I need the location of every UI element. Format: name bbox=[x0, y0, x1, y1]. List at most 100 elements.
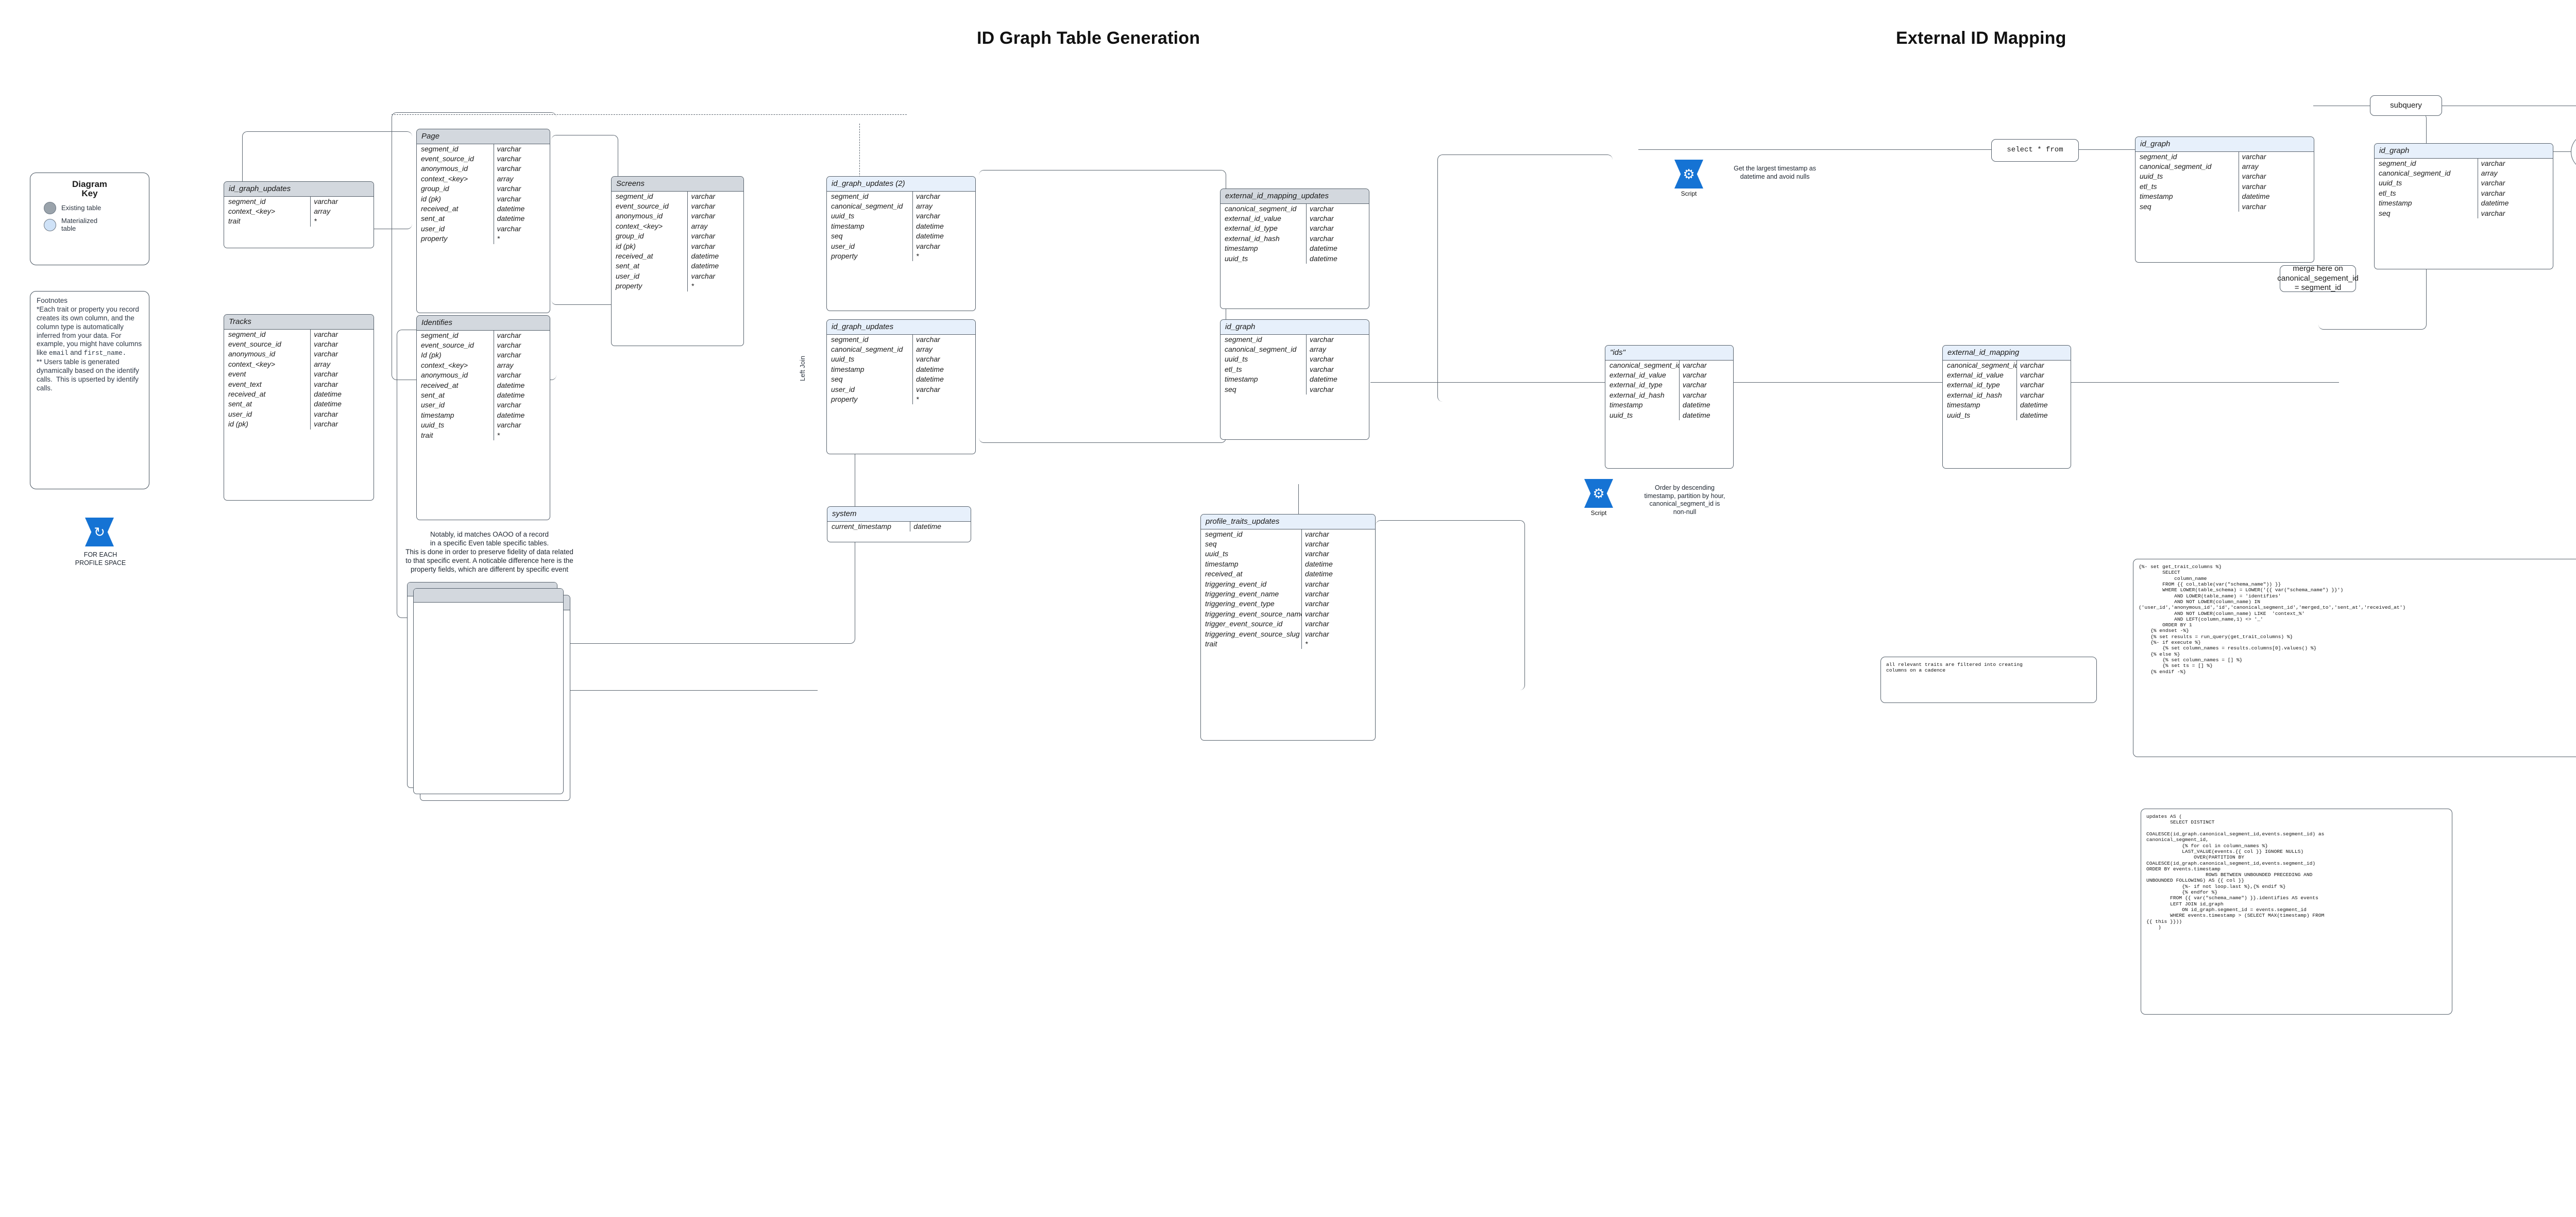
column-type: varchar bbox=[497, 331, 521, 339]
column-type: datetime bbox=[497, 204, 525, 213]
column-name: uuid_ts bbox=[1201, 549, 1302, 559]
connector-line-4 bbox=[1638, 149, 1994, 150]
column-name: timestamp bbox=[417, 410, 494, 421]
table-header-external-id-mapping-updates: external_id_mapping_updates bbox=[1221, 189, 1369, 204]
column-type: varchar bbox=[1310, 385, 1334, 393]
column-name: anonymous_id bbox=[612, 211, 688, 221]
script-note-1: Order by descending timestamp, partition… bbox=[1644, 484, 1725, 516]
table-header-system: system bbox=[827, 507, 971, 522]
column-type: varchar bbox=[2020, 371, 2044, 380]
legend-item-materialized-table: Materialized table bbox=[44, 217, 143, 233]
column-type: datetime bbox=[2020, 410, 2048, 419]
column-type: varchar bbox=[916, 192, 940, 200]
column-name: property bbox=[612, 281, 688, 292]
table-header-ids: "ids" bbox=[1605, 346, 1733, 361]
column-type: datetime bbox=[1310, 254, 1337, 263]
code-block-trait-columns-jinja: {%- set get_trait_columns %} SELECT colu… bbox=[2133, 559, 2576, 757]
for-each-profile-space-icon: ↻ bbox=[85, 518, 114, 546]
script-node-0[interactable]: ⚙Script bbox=[1674, 160, 1703, 197]
note-select-star-from[interactable]: select * from bbox=[1991, 139, 2079, 162]
column-name: timestamp bbox=[1943, 400, 2017, 410]
column-name: timestamp bbox=[827, 364, 913, 375]
column-type: varchar bbox=[1305, 609, 1329, 618]
table-header-tracks: Tracks bbox=[224, 315, 374, 330]
column-type: varchar bbox=[497, 224, 521, 233]
column-type: varchar bbox=[314, 370, 338, 379]
column-type: * bbox=[1305, 639, 1308, 648]
column-type: varchar bbox=[691, 232, 716, 241]
column-name: context_<key> bbox=[417, 360, 494, 371]
column-type: datetime bbox=[691, 252, 719, 261]
note-subquery[interactable]: subquery bbox=[2370, 95, 2442, 116]
table-row: context_<key>array bbox=[224, 207, 374, 217]
column-name: timestamp bbox=[827, 221, 913, 232]
column-name: triggering_event_type bbox=[1201, 599, 1302, 609]
column-type: varchar bbox=[1305, 599, 1329, 608]
column-name: event_source_id bbox=[417, 340, 494, 351]
note-union[interactable]: Union bbox=[2571, 133, 2576, 171]
column-type: varchar bbox=[2020, 390, 2044, 399]
column-name: sent_at bbox=[417, 214, 494, 224]
column-name: triggering_event_source_name bbox=[1201, 609, 1302, 620]
column-name: user_id bbox=[417, 400, 494, 410]
gear-icon: ⚙ bbox=[1683, 166, 1695, 182]
script-node-1[interactable]: ⚙Script bbox=[1584, 479, 1613, 517]
column-name: context_<key> bbox=[612, 221, 688, 232]
section-title-1: External ID Mapping bbox=[1896, 28, 2066, 48]
column-type: varchar bbox=[2020, 381, 2044, 389]
connector-line-8 bbox=[2553, 151, 2572, 152]
column-type: varchar bbox=[497, 421, 521, 430]
table-header-identifies: Identifies bbox=[417, 316, 550, 331]
column-type: varchar bbox=[314, 197, 338, 205]
column-name: group_id bbox=[417, 184, 494, 194]
column-type: varchar bbox=[916, 335, 940, 344]
note-merge-here[interactable]: merge here on canonical_segement_id = se… bbox=[2277, 264, 2359, 293]
column-type: varchar bbox=[916, 385, 940, 393]
table-header-id-graph-updates-2: id_graph_updates (2) bbox=[827, 177, 975, 192]
column-type: varchar bbox=[1305, 629, 1329, 638]
column-type: datetime bbox=[1305, 559, 1333, 568]
column-name: uuid_ts bbox=[417, 420, 494, 431]
column-name: etl_ts bbox=[1221, 364, 1307, 375]
column-name: segment_id bbox=[2136, 151, 2239, 162]
table-row: context_<key>array bbox=[224, 359, 374, 370]
column-name: segment_id bbox=[2375, 158, 2478, 169]
column-type: array bbox=[1310, 345, 1326, 354]
column-name: anonymous_id bbox=[417, 370, 494, 381]
footnotes-heading: Footnotes bbox=[37, 297, 68, 304]
column-type: varchar bbox=[1310, 335, 1334, 344]
